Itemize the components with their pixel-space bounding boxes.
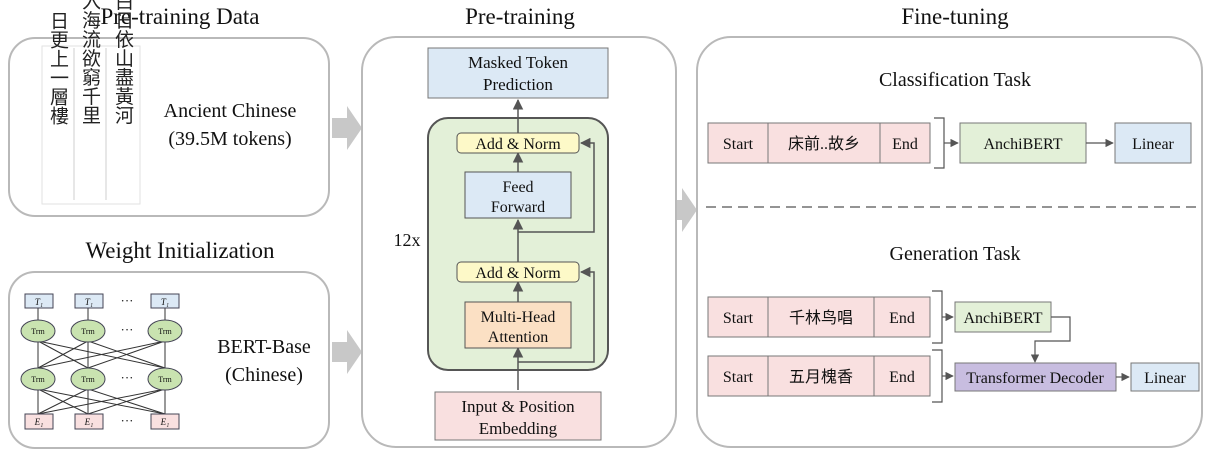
trm-node-label: Trm [31, 327, 45, 336]
generation-input-row-1: Start 千林鸟唱 End [707, 296, 931, 338]
weight-init-title: Weight Initialization [85, 238, 275, 263]
gen-anchibert-box [954, 301, 1052, 333]
finetuning-panel: Classification Task Start 床前..故乡 End Anc… [696, 36, 1203, 448]
pretraining-data-panel: 日更上一層樓 入海流欲窮千里 白日依山盡黃河 Ancient Chinese (… [8, 0, 330, 217]
gen-linear-box [1130, 362, 1200, 392]
feed-forward-line1: Feed [502, 179, 533, 196]
arrow-data-to-pretrain [332, 106, 362, 150]
trm-node-label: Trm [31, 375, 45, 384]
gen2-text-tokens: 五月槐香 [789, 368, 853, 386]
input-embedding-label: E₁ [34, 417, 44, 427]
gen1-text-tokens: 千林鸟唱 [789, 309, 853, 327]
arrow-init-to-pretrain [332, 330, 362, 374]
cls-linear-box [1114, 122, 1192, 164]
repeat-label: 12x [394, 230, 421, 250]
input-embedding-label: E₁ [160, 417, 170, 427]
gen2-end-token: End [889, 369, 915, 386]
corpus-size: (39.5M tokens) [168, 128, 291, 150]
ellipsis: ··· [121, 293, 134, 308]
finetuning-title: Fine-tuning [901, 4, 1009, 29]
calligraphy-col1: 日更上一層樓 [47, 11, 69, 125]
add-norm-top-label: Add & Norm [475, 136, 561, 153]
calligraphy-image: 日更上一層樓 入海流欲窮千里 白日依山盡黃河 [41, 0, 141, 205]
trm-node-label: Trm [81, 327, 95, 336]
corpus-name: Ancient Chinese [164, 100, 297, 122]
ellipsis: ··· [121, 370, 134, 385]
generation-input-row-2: Start 五月槐香 End [707, 355, 931, 397]
bert-mini-diagram: T₁ T₁ T₁ ··· Trm Trm Trm ··· Trm [20, 293, 183, 430]
transformer-decoder-box [954, 362, 1117, 392]
mha-line2: Attention [488, 329, 548, 346]
gen1-end-token: End [889, 310, 915, 327]
feed-forward-line2: Forward [491, 199, 545, 216]
pretraining-title: Pre-training [465, 4, 575, 29]
add-norm-bottom-box [456, 261, 580, 283]
trm-node-label: Trm [158, 327, 172, 336]
output-token-label: T₁ [161, 297, 169, 307]
output-token-label: T₁ [35, 297, 43, 307]
ellipsis: ··· [121, 413, 134, 428]
output-tokens: T₁ T₁ T₁ ··· [24, 293, 180, 309]
generation-title: Generation Task [890, 243, 1021, 265]
ellipsis: ··· [121, 322, 134, 337]
transformer-decoder-label: Transformer Decoder [966, 370, 1104, 387]
trm-node-label: Trm [158, 375, 172, 384]
cls-start-token: Start [723, 136, 754, 153]
pretraining-data-title: Pre-training Data [100, 4, 259, 29]
input-embedding-line2: Embedding [479, 419, 558, 438]
input-embedding-box [434, 391, 602, 441]
calligraphy-col3: 白日依山盡黃河 [112, 0, 134, 125]
arrow-pretrain-to-finetune [667, 188, 697, 232]
big-arrows [332, 106, 697, 374]
cls-end-token: End [892, 136, 918, 153]
gen-anchibert-label: AnchiBERT [963, 310, 1042, 327]
output-token-label: T₁ [85, 297, 93, 307]
input-embedding-line1: Input & Position [461, 397, 575, 416]
input-embeddings: E₁ E₁ E₁ ··· [24, 413, 180, 430]
trm-row-2: Trm Trm Trm ··· [20, 367, 183, 391]
cls-anchibert-box [959, 122, 1087, 164]
cls-text-tokens: 床前..故乡 [788, 135, 860, 153]
masked-token-line2: Prediction [483, 75, 553, 94]
weight-init-panel: T₁ T₁ T₁ ··· Trm Trm Trm ··· Trm [8, 271, 330, 449]
gen1-start-token: Start [723, 310, 754, 327]
classification-title: Classification Task [879, 69, 1031, 91]
cls-anchibert-label: AnchiBERT [983, 136, 1062, 153]
trm-row-1: Trm Trm Trm ··· [20, 319, 183, 343]
pretraining-panel: Masked Token Prediction 12x Add & Norm F… [361, 36, 677, 448]
calligraphy-col2: 入海流欲窮千里 [79, 0, 101, 125]
masked-token-prediction-box [427, 47, 609, 99]
masked-token-line1: Masked Token [468, 53, 569, 72]
bert-lang-label: (Chinese) [225, 364, 303, 386]
classification-input-row: Start 床前..故乡 End [707, 122, 931, 164]
trm-node-label: Trm [81, 375, 95, 384]
mha-line1: Multi-Head [481, 309, 556, 326]
bert-base-label: BERT-Base [217, 336, 311, 358]
gen-linear-label: Linear [1144, 370, 1186, 387]
feed-forward-box [464, 171, 572, 219]
gen2-start-token: Start [723, 369, 754, 386]
add-norm-bottom-label: Add & Norm [475, 265, 561, 282]
cls-linear-label: Linear [1132, 136, 1174, 153]
multi-head-attention-box [464, 301, 572, 349]
input-embedding-label: E₁ [84, 417, 94, 427]
add-norm-top-box [456, 132, 580, 154]
